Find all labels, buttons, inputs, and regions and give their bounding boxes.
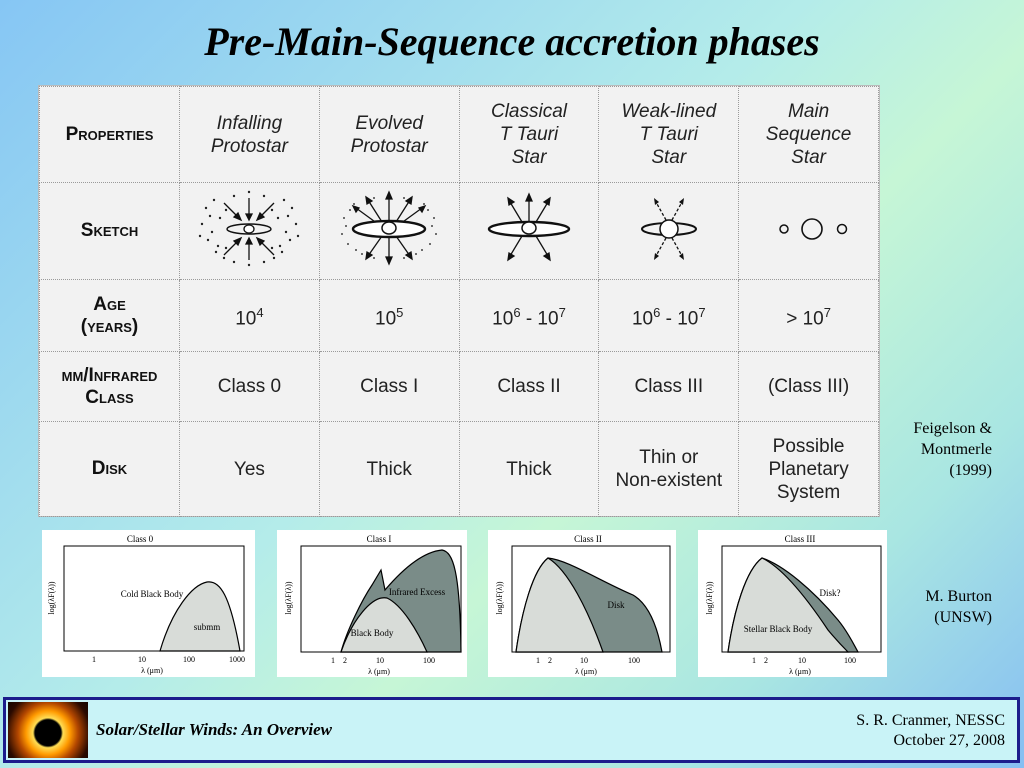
class-value: Class II xyxy=(458,351,600,422)
tick-label: 2 xyxy=(764,656,768,665)
disk-value: Thick xyxy=(318,421,460,517)
age-value: > 107 xyxy=(738,279,879,352)
plot-title: Class II xyxy=(574,534,602,544)
evolved-protostar-sketch xyxy=(318,182,460,280)
infalling-protostar-sketch xyxy=(179,182,320,280)
y-axis-label: log(λF(λ)) xyxy=(705,581,714,614)
footer-inner: Solar/Stellar Winds: An Overview S. R. C… xyxy=(6,700,1017,760)
tick-label: 1000 xyxy=(229,655,245,664)
slide-title: Pre-Main-Sequence accretion phases xyxy=(204,19,820,64)
footer-bar: Solar/Stellar Winds: An Overview S. R. C… xyxy=(3,697,1020,763)
footer-author-date: S. R. Cranmer, NESSC October 27, 2008 xyxy=(856,711,1005,751)
x-axis-label: λ (μm) xyxy=(575,667,597,676)
tick-label: 100 xyxy=(844,656,856,665)
plot-title: Class 0 xyxy=(127,534,154,544)
stellar-black-body-curve xyxy=(727,557,850,653)
tick-label: 1 xyxy=(536,656,540,665)
annotation: Disk? xyxy=(820,588,841,598)
age-label: Age(years) xyxy=(39,279,180,352)
black-body-curve xyxy=(340,597,428,653)
class-value: Class 0 xyxy=(179,351,320,422)
plot-title: Class III xyxy=(785,534,816,544)
table-row-sketch: Sketch xyxy=(39,182,879,280)
submm-curve xyxy=(159,581,241,652)
annotation: Black Body xyxy=(351,628,394,638)
citation-burton: M. Burton(UNSW) xyxy=(925,588,992,626)
classical-t-tauri-sketch xyxy=(458,182,600,280)
table-row-age: Age(years) 104 105 106 - 107 106 - 107 >… xyxy=(39,279,879,352)
annotation: Stellar Black Body xyxy=(744,624,813,634)
tick-label: 1 xyxy=(752,656,756,665)
age-value: 106 - 107 xyxy=(598,279,740,352)
disk-value: Yes xyxy=(179,421,320,517)
tick-label: 10 xyxy=(798,656,806,665)
x-axis-label: λ (μm) xyxy=(141,666,163,675)
plot-title: Class I xyxy=(367,534,392,544)
footer-talk-title: Solar/Stellar Winds: An Overview xyxy=(96,720,332,739)
footer-date: October 27, 2008 xyxy=(893,732,1005,749)
tick-label: 100 xyxy=(423,656,435,665)
tick-label: 1 xyxy=(92,655,96,664)
annotation: Cold Black Body xyxy=(121,589,184,599)
y-axis-label: log(λF(λ)) xyxy=(47,581,56,614)
weak-lined-t-tauri-sketch xyxy=(598,182,740,280)
y-axis-label: log(λF(λ)) xyxy=(495,581,504,614)
footer-author: S. R. Cranmer, NESSC xyxy=(856,712,1005,729)
age-value: 104 xyxy=(179,279,320,352)
class-value: (Class III) xyxy=(738,351,879,422)
class-value: Class III xyxy=(598,351,740,422)
annotation: Infrared Excess xyxy=(389,587,446,597)
photosphere-curve xyxy=(515,557,604,653)
age-value: 106 - 107 xyxy=(458,279,600,352)
y-axis-label: log(λF(λ)) xyxy=(284,581,293,614)
citation-feigelson: Feigelson &Montmerle(1999) xyxy=(913,420,992,479)
disk-value: Thick xyxy=(458,421,600,517)
tick-label: 10 xyxy=(580,656,588,665)
annotation: Disk xyxy=(607,600,625,610)
x-axis-label: λ (μm) xyxy=(789,667,811,676)
tick-label: 2 xyxy=(343,656,347,665)
sed-plot-class-ii: Class II Disk 1 2 10 100 λ (μm) log(λF(λ… xyxy=(488,530,676,677)
sed-plot-class-0: Class 0 Cold Black Body submm 1 10 100 1… xyxy=(42,530,255,677)
sed-plot-class-iii: Class III Disk? Stellar Black Body 1 2 1… xyxy=(698,530,887,677)
tick-label: 100 xyxy=(183,655,195,664)
tick-label: 100 xyxy=(628,656,640,665)
annotation: submm xyxy=(194,622,221,632)
main-sequence-sketch xyxy=(738,182,879,280)
x-axis-label: λ (μm) xyxy=(368,667,390,676)
tick-label: 10 xyxy=(138,655,146,664)
class-value: Class I xyxy=(318,351,460,422)
age-value: 105 xyxy=(318,279,460,352)
disk-label: Disk xyxy=(39,421,180,517)
tick-label: 2 xyxy=(548,656,552,665)
sketch-label: Sketch xyxy=(39,182,180,280)
header-properties: Properties xyxy=(39,86,180,183)
tick-label: 1 xyxy=(331,656,335,665)
sed-plot-class-i: Class I Infrared Excess Black Body 1 2 1… xyxy=(277,530,467,677)
tick-label: 10 xyxy=(376,656,384,665)
solar-eclipse-image xyxy=(8,702,88,758)
